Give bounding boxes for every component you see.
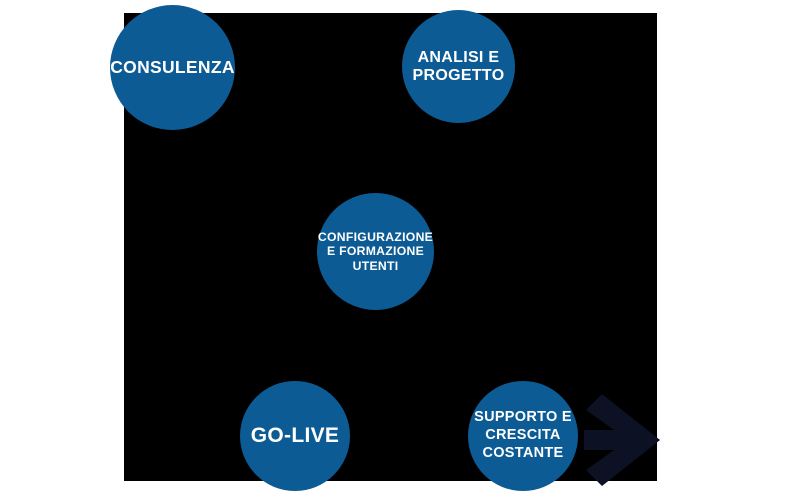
node-go-live-label: GO-LIVE xyxy=(250,424,340,448)
node-supporto-crescita-costante-label: SUPPORTO E CRESCITA COSTANTE xyxy=(474,409,572,461)
node-analisi-progetto-label: ANALISI E PROGETTO xyxy=(412,48,505,84)
node-go-live[interactable]: GO-LIVE xyxy=(240,381,350,491)
node-supporto-crescita-costante[interactable]: SUPPORTO E CRESCITA COSTANTE xyxy=(468,381,578,491)
node-configurazione-formazione-utenti-label: CONFIGURAZIONE E FORMAZIONE UTENTI xyxy=(317,229,434,273)
node-consulenza-label: CONSULENZA xyxy=(110,56,235,77)
node-analisi-progetto[interactable]: ANALISI E PROGETTO xyxy=(402,10,515,123)
node-configurazione-formazione-utenti[interactable]: CONFIGURAZIONE E FORMAZIONE UTENTI xyxy=(317,193,434,310)
node-consulenza[interactable]: CONSULENZA xyxy=(110,5,235,130)
arrow-right-icon xyxy=(584,388,664,492)
